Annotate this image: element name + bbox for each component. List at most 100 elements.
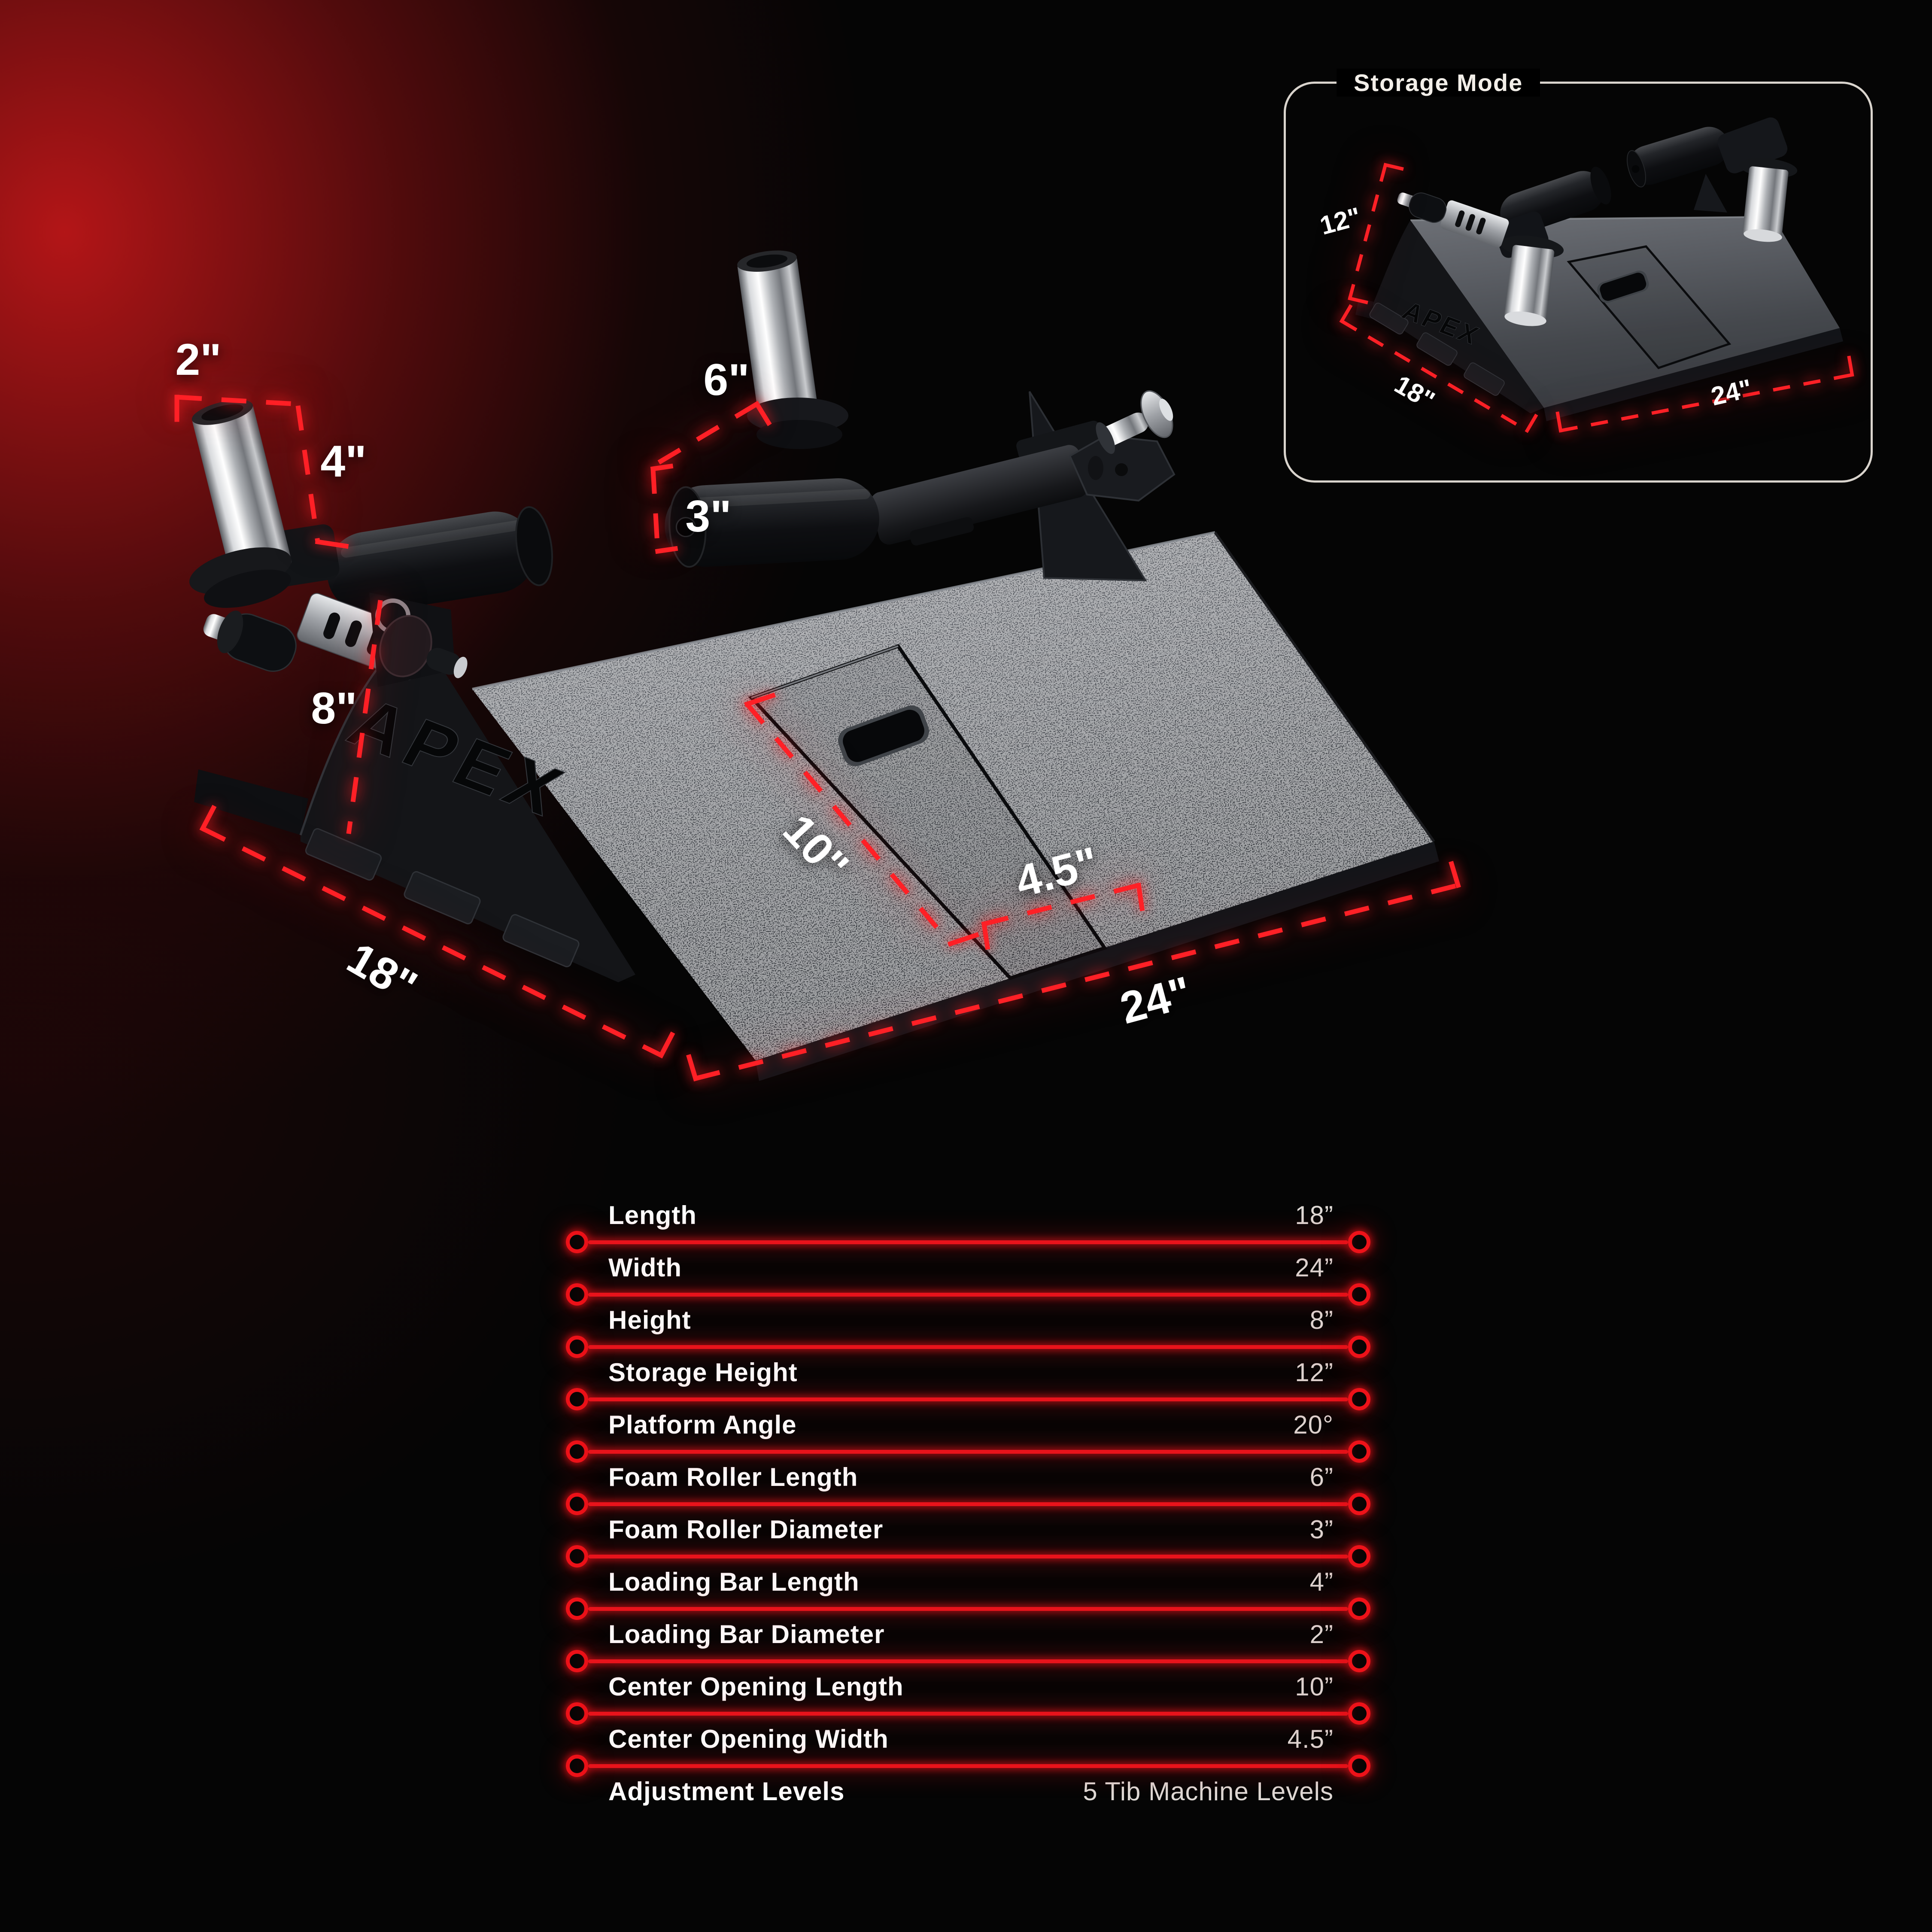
spec-divider-ring <box>1348 1493 1370 1515</box>
spec-row: Center Opening Length 10” <box>608 1660 1334 1713</box>
spec-divider <box>566 1493 1370 1515</box>
gusset-edge-highlight <box>299 655 388 835</box>
dim-tick <box>1449 861 1461 888</box>
spec-divider-ring <box>1348 1336 1370 1358</box>
spec-divider-ring <box>1348 1755 1370 1777</box>
foam-roller-left <box>327 506 553 614</box>
spec-divider-line <box>588 1240 1348 1244</box>
dim-line-storage-width <box>1560 373 1853 432</box>
spec-divider-ring <box>566 1650 588 1672</box>
spec-row: Center Opening Width 4.5” <box>608 1713 1334 1765</box>
dim-line-height <box>346 600 383 834</box>
spec-divider <box>566 1283 1370 1306</box>
spec-divider-ring <box>1348 1440 1370 1463</box>
spec-divider-ring <box>1348 1598 1370 1620</box>
dim-tick <box>1847 355 1854 377</box>
dim-line-roller-diameter <box>650 468 660 552</box>
spec-divider-ring <box>566 1598 588 1620</box>
adjustment-arm <box>871 445 1088 546</box>
spec-row-value: 6” <box>1309 1462 1334 1492</box>
foam-roller-center <box>665 478 879 568</box>
spec-row: Adjustment Levels 5 Tib Machine Levels <box>608 1765 1334 1817</box>
dim-tick <box>744 693 776 707</box>
dim-line-bar-length <box>295 405 320 542</box>
dim-line-opening-length <box>745 702 953 945</box>
spec-divider <box>566 1440 1370 1463</box>
storage-base-feet <box>1369 303 1505 396</box>
dim-tick <box>199 805 217 832</box>
spec-row-value: 4” <box>1309 1567 1334 1596</box>
storage-clamp <box>1397 192 1509 248</box>
storage-mode-render: APEX <box>1317 117 1854 433</box>
spec-divider-line <box>588 1397 1348 1401</box>
spec-row-label: Platform Angle <box>608 1410 797 1439</box>
dim-tick <box>1383 163 1404 171</box>
adjustment-knob <box>203 611 297 672</box>
spec-row-value: 4.5” <box>1287 1724 1334 1753</box>
spec-row-label: Length <box>608 1200 697 1230</box>
spec-divider-line <box>588 1711 1348 1716</box>
base-feet <box>305 828 580 967</box>
spec-row-label: Center Opening Width <box>608 1724 889 1753</box>
bar-collar-center <box>747 398 848 449</box>
spec-divider-line <box>588 1345 1348 1349</box>
base-flange <box>194 769 308 835</box>
spec-row: Height 8” <box>608 1294 1334 1346</box>
dim-tick <box>1348 296 1368 304</box>
spec-divider-line <box>588 1607 1348 1611</box>
spec-row-label: Adjustment Levels <box>608 1777 845 1806</box>
spec-divider-ring <box>566 1231 588 1253</box>
spec-row-value: 20° <box>1293 1410 1334 1439</box>
spec-divider <box>566 1755 1370 1777</box>
storage-dimension-lines <box>1339 163 1854 433</box>
dim-line-storage-length <box>1340 319 1528 432</box>
dim-label-storage-length: 18" <box>1390 370 1440 415</box>
spec-row-value: 2” <box>1309 1619 1334 1649</box>
spec-divider-line <box>588 1764 1348 1768</box>
spec-row-label: Height <box>608 1305 691 1334</box>
dim-tick <box>753 401 772 426</box>
spec-divider-ring <box>1348 1231 1370 1253</box>
dimension-lines <box>174 395 1461 1081</box>
carry-handle-opening <box>838 705 929 766</box>
dim-line-length <box>201 826 662 1057</box>
spec-divider-line <box>588 1659 1348 1663</box>
spec-divider-line <box>588 1502 1348 1506</box>
spec-divider-ring <box>566 1336 588 1358</box>
spec-divider-ring <box>1348 1545 1370 1567</box>
spec-divider-ring <box>1348 1702 1370 1725</box>
side-gusset <box>301 643 635 982</box>
spec-divider-line <box>588 1554 1348 1558</box>
dim-tick <box>1555 411 1563 433</box>
spec-row-value: 5 Tib Machine Levels <box>1083 1777 1334 1806</box>
spec-divider <box>566 1388 1370 1410</box>
spec-row-value: 8” <box>1309 1305 1334 1334</box>
dim-tick <box>1136 882 1145 911</box>
storage-bar-middle <box>1501 235 1564 326</box>
pull-pin <box>1096 390 1173 454</box>
spec-divider-line <box>588 1449 1348 1454</box>
dim-label-roller-length: 6" <box>703 355 749 405</box>
dim-line-roller-length <box>653 402 758 468</box>
spec-row-value: 12” <box>1295 1358 1334 1387</box>
storage-rear-gusset <box>1694 174 1727 213</box>
spec-divider <box>566 1650 1370 1672</box>
spec-row: Width 24” <box>608 1241 1334 1294</box>
spec-divider <box>566 1545 1370 1567</box>
dim-tick <box>981 921 990 950</box>
spec-divider-ring <box>566 1702 588 1725</box>
bar-collar-left <box>189 547 292 608</box>
spec-divider-ring <box>566 1493 588 1515</box>
dim-label-width: 24" <box>1115 967 1196 1034</box>
dim-line-bar-diameter <box>176 395 297 407</box>
dim-tick <box>315 539 349 549</box>
dim-tick <box>686 1054 699 1081</box>
dim-label-bar-length: 4" <box>320 437 366 486</box>
spec-row-label: Loading Bar Length <box>608 1567 860 1596</box>
spec-row-label: Foam Roller Length <box>608 1462 858 1492</box>
dim-tick <box>658 1031 675 1059</box>
dim-tick <box>650 463 674 472</box>
storage-mode-title: Storage Mode <box>1337 68 1540 97</box>
center-insert-plate <box>748 644 1108 980</box>
